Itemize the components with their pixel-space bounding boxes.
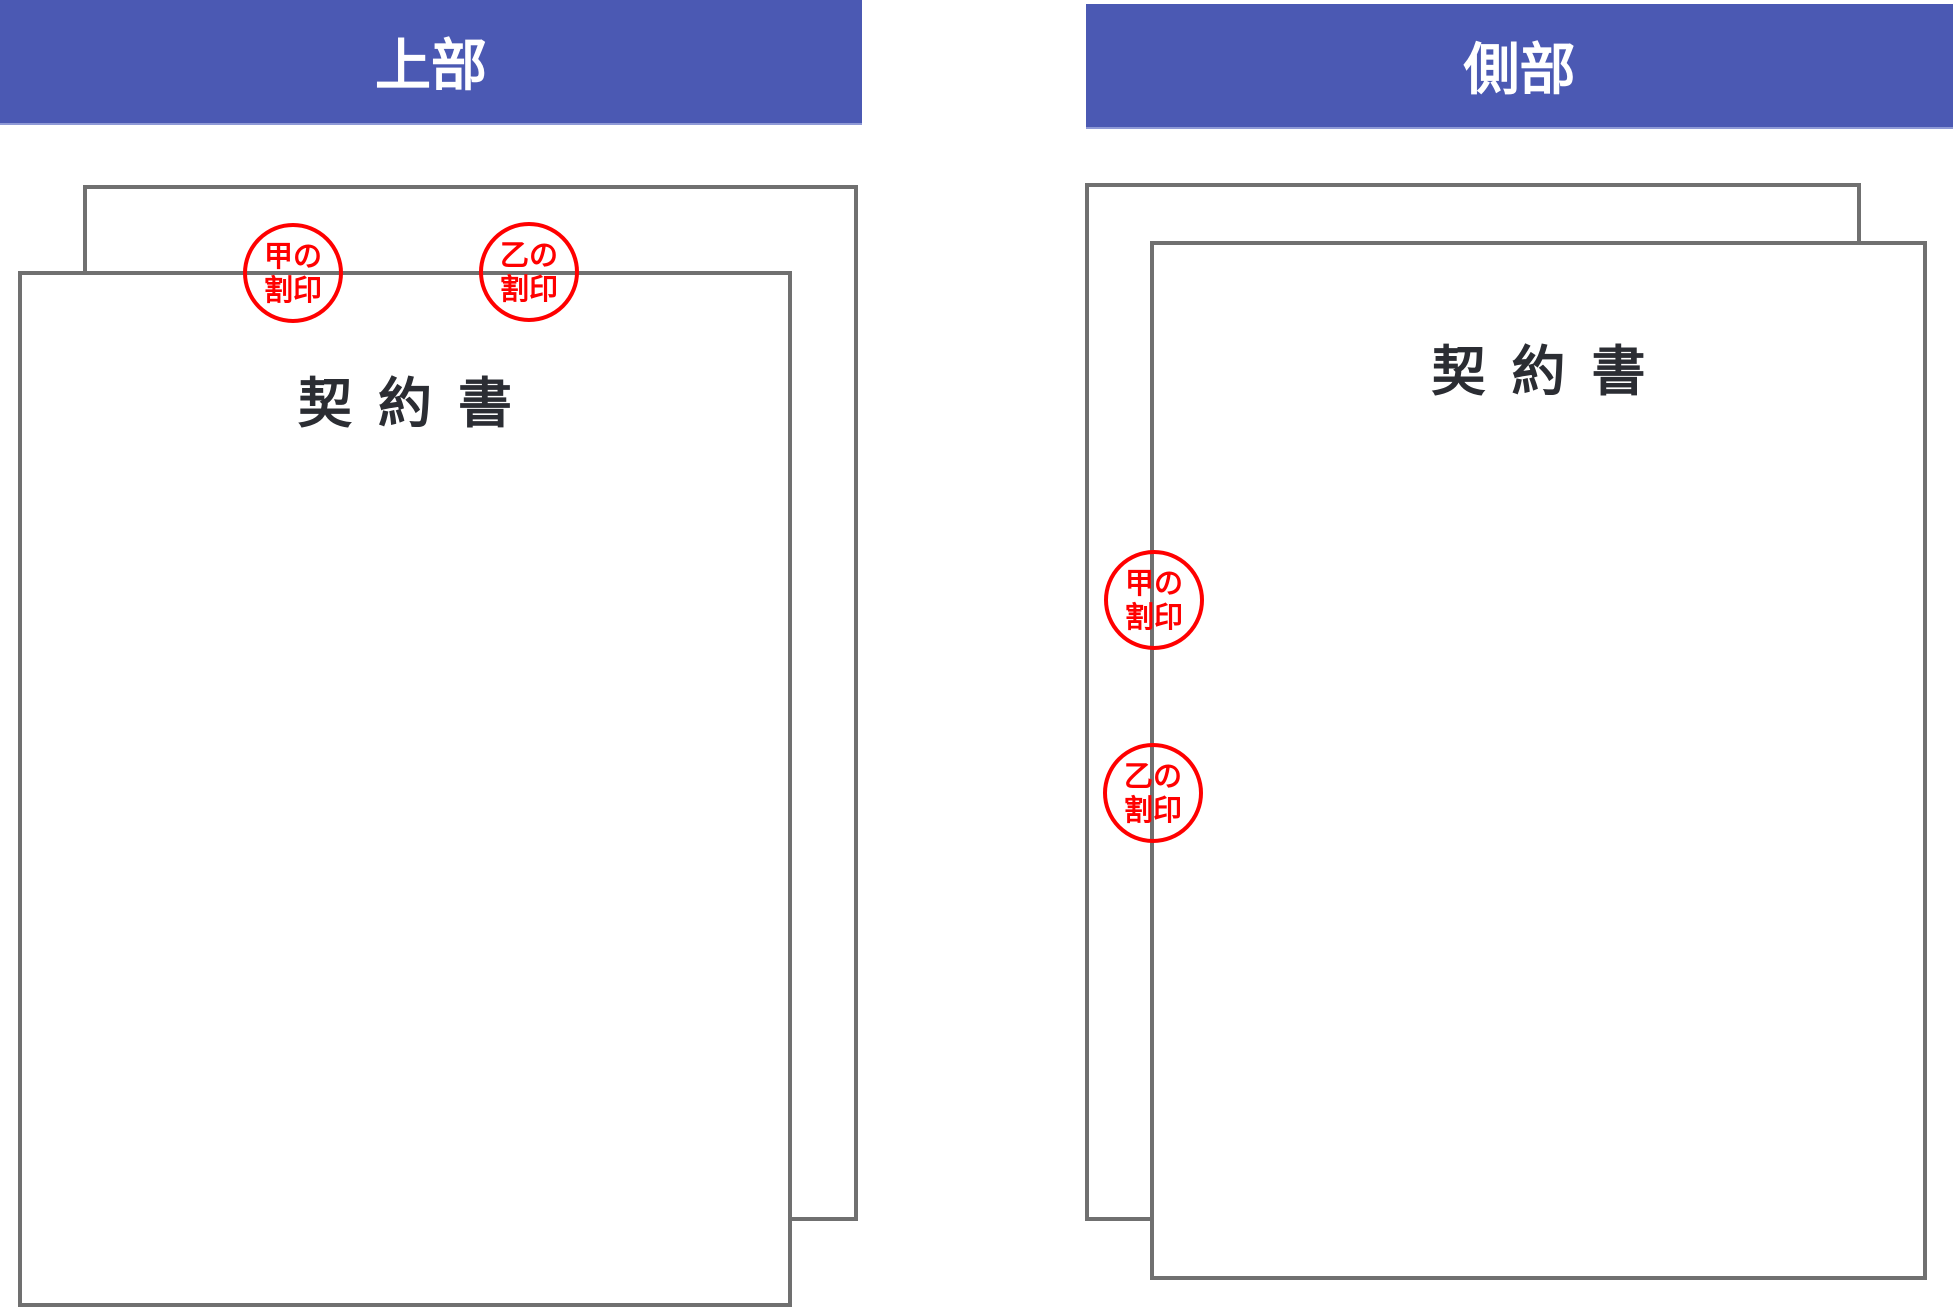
document-title-side: 契約書	[1431, 340, 1672, 403]
document-title-top: 契約書	[298, 372, 538, 435]
stamp-line1: 乙の	[499, 238, 558, 272]
seal-stamp-party-b-top: 乙の 割印	[479, 222, 579, 322]
header-top-label: 上部	[375, 34, 487, 99]
front-document-side: 契約書	[1150, 241, 1927, 1280]
stamp-line1: 乙の	[1123, 759, 1182, 793]
stamp-line2: 割印	[499, 272, 558, 306]
seal-stamp-party-b-side: 乙の 割印	[1103, 743, 1203, 843]
seal-stamp-party-a-top: 甲の 割印	[243, 223, 343, 323]
header-side-placement: 側部	[1086, 4, 1953, 129]
seal-stamp-party-a-side: 甲の 割印	[1104, 550, 1204, 650]
stamp-line1: 甲の	[1124, 566, 1183, 600]
stamp-line2: 割印	[1123, 793, 1182, 827]
header-top-placement: 上部	[0, 0, 862, 125]
front-document-top: 契約書	[18, 271, 792, 1307]
stamp-line1: 甲の	[263, 239, 322, 273]
stamp-line2: 割印	[263, 273, 322, 307]
stamp-line2: 割印	[1124, 600, 1183, 634]
header-side-label: 側部	[1463, 38, 1576, 103]
